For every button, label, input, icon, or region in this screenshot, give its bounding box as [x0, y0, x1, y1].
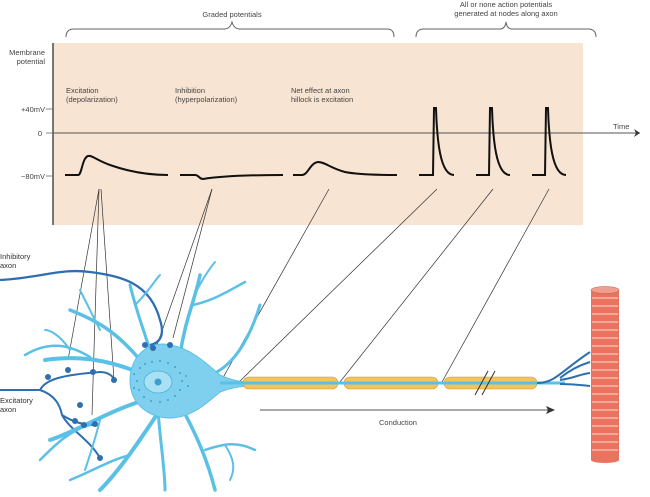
inhibitory-axon-label-line2: axon [0, 261, 16, 270]
net-effect-label-line2: hillock is excitation [291, 95, 353, 104]
inhibitory-axon-label-line1: Inhibitory [0, 252, 31, 261]
nucleolus [154, 378, 162, 386]
excitation-label-line1: Excitation [66, 86, 99, 95]
action-potentials-label-line1: All or none action potentials [460, 0, 552, 9]
excitation-label-line2: (depolarization) [66, 95, 118, 104]
conduction-label: Conduction [379, 418, 417, 427]
time-axis-label: Time [613, 122, 629, 131]
action-potential-spike-2 [476, 107, 511, 176]
conduction-arrowhead [546, 406, 555, 414]
graded-bracket [65, 20, 395, 38]
dendrites [23, 261, 262, 492]
net-effect-label-line1: Net effect at axon [291, 86, 350, 95]
time-axis-arrowhead [634, 129, 640, 137]
net-effect-trace [293, 160, 398, 176]
inhibition-label-line2: (hyperpolarization) [175, 95, 238, 104]
action-potential-spike-1 [419, 107, 455, 176]
tick-label-minus80: −80mV [21, 172, 45, 181]
inhibitory-axon [0, 269, 164, 347]
action-potentials-bracket [415, 21, 597, 38]
excitatory-axon-label-line2: axon [0, 405, 16, 414]
action-potential-spike-3 [532, 107, 567, 176]
y-axis-label-line2: potential [17, 57, 46, 66]
action-potentials-label-line2: generated at nodes along axon [454, 9, 557, 18]
tick-label-plus40: +40mV [21, 105, 45, 114]
muscle-fiber [590, 286, 620, 463]
graph-panel-background-wide [53, 43, 583, 225]
synaptic-terminals [45, 342, 173, 461]
pointer-lines [67, 188, 550, 416]
tick-label-zero: 0 [38, 129, 42, 138]
excitatory-axon-label-line1: Excitatory [0, 396, 33, 405]
axon-terminal [536, 351, 591, 387]
y-axis-label-line1: Membrane [9, 48, 45, 57]
excitation-trace [65, 154, 169, 176]
axon-break-mark [474, 370, 496, 396]
graded-potentials-label: Graded potentials [202, 10, 261, 19]
nissl-granules [133, 360, 189, 403]
inhibition-trace [180, 174, 284, 181]
inhibition-label-line1: Inhibition [175, 86, 205, 95]
